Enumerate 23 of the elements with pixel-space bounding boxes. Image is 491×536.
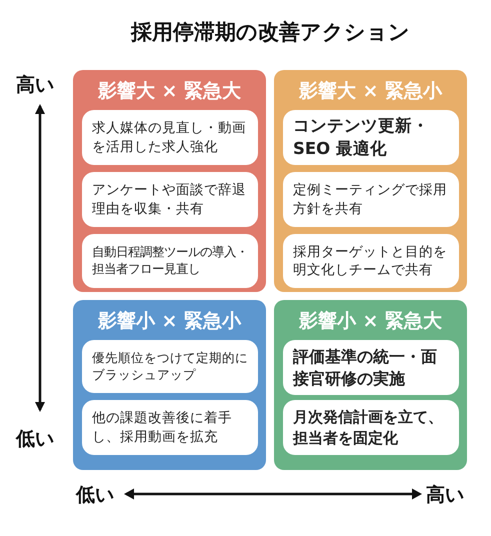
axis-label: 低い bbox=[16, 427, 54, 452]
action-card: アンケートや面談で辞退理由を収集・共有 bbox=[82, 172, 258, 227]
quadrant-heading: 影響大 × 緊急小 bbox=[298, 80, 442, 102]
axis-label: 高い bbox=[16, 73, 54, 98]
quadrant-panel bbox=[274, 300, 467, 470]
action-card: 他の課題改善後に着手し、採用動画を拡充 bbox=[82, 400, 258, 455]
action-card: 採用ターゲットと目的を明文化しチームで共有 bbox=[283, 234, 459, 288]
quadrant-panel bbox=[73, 300, 266, 470]
axis-label: 低い bbox=[76, 483, 114, 508]
action-card: コンテンツ更新・SEO 最適化 bbox=[283, 110, 459, 165]
action-card: 月次発信計画を立て、担当者を固定化 bbox=[283, 400, 459, 455]
title: 採用停滞期の改善アクション bbox=[131, 20, 410, 44]
action-card: 優先順位をつけて定期的にブラッシュアップ bbox=[82, 340, 258, 393]
quadrant-heading: 影響小 × 緊急大 bbox=[298, 310, 442, 332]
action-card: 求人媒体の見直し・動画を活用した求人強化 bbox=[82, 110, 258, 165]
quadrant-heading: 影響大 × 緊急大 bbox=[98, 80, 242, 102]
quadrant-heading: 影響小 × 緊急小 bbox=[98, 310, 242, 332]
action-card: 評価基準の統一・面接官研修の実施 bbox=[283, 340, 459, 395]
action-card: 定例ミーティングで採用方針を共有 bbox=[283, 172, 459, 227]
quadrant-panel bbox=[73, 70, 266, 292]
quadrant-panel bbox=[274, 70, 467, 292]
axis-label: 高い bbox=[426, 483, 464, 508]
action-card: 自動日程調整ツールの導入・担当者フロー見直し bbox=[82, 234, 258, 288]
